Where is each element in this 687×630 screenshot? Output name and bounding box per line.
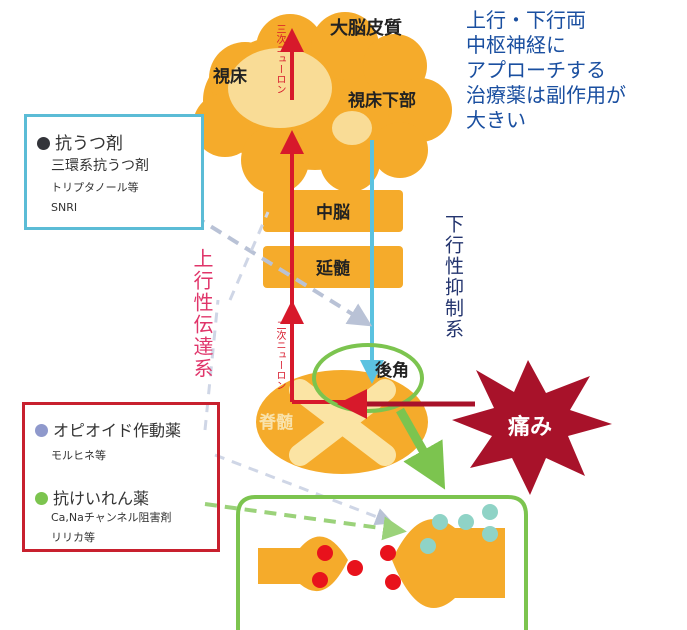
anticonvulsant-target-arrow bbox=[204, 502, 407, 541]
antidepressant-line1: 三環系抗うつ剤 bbox=[51, 158, 149, 174]
pain-burst bbox=[452, 360, 612, 495]
channel-blockers bbox=[420, 504, 498, 554]
drug-box: オピオイド作動薬 モルヒネ等 抗けいれん薬 Ca,Naチャンネル阻害剤 リリカ等 bbox=[22, 402, 220, 552]
label-medulla: 延髄 bbox=[315, 258, 351, 279]
label-third-neuron: 三次ニューロン bbox=[274, 24, 285, 94]
label-second-neuron: 二次ニューロン bbox=[274, 320, 285, 390]
label-midbrain: 中脳 bbox=[316, 202, 350, 223]
thalamus-region bbox=[228, 48, 332, 128]
presynaptic-terminal bbox=[258, 536, 348, 592]
anticonvulsant-title: 抗けいれん薬 bbox=[35, 485, 149, 509]
medulla-box bbox=[263, 246, 403, 288]
callout-line: 中枢神経に bbox=[466, 33, 566, 57]
postsynaptic-terminal bbox=[392, 519, 505, 609]
side-effect-callout: 上行・下行両 中枢神経に アプローチする 治療薬は副作用が 大きい bbox=[466, 8, 626, 133]
antidepressant-box: 抗うつ剤 三環系抗うつ剤 トリプタノール等 SNRI bbox=[24, 114, 204, 230]
antidepressant-line2: トリプタノール等 bbox=[51, 181, 139, 194]
ascending-guide-lower bbox=[203, 299, 220, 431]
midbrain-box bbox=[263, 190, 403, 232]
label-hypothalamus: 視床下部 bbox=[347, 90, 416, 111]
opioid-title: オピオイド作動薬 bbox=[35, 417, 181, 441]
dorsal-horn-ring bbox=[312, 343, 424, 413]
label-descending: 下行性抑制系 bbox=[442, 214, 464, 340]
callout-line: 治療薬は副作用が bbox=[466, 83, 626, 107]
synapse-panel bbox=[236, 495, 528, 630]
neurotransmitters bbox=[312, 545, 401, 590]
label-pain: 痛み bbox=[508, 414, 552, 440]
antidepressant-line3: SNRI bbox=[51, 201, 78, 214]
callout-line: 上行・下行両 bbox=[466, 8, 586, 32]
label-cortex: 大脳皮質 bbox=[330, 17, 402, 39]
label-dorsal-horn: 後角 bbox=[375, 360, 409, 381]
opioid-dot bbox=[35, 424, 48, 437]
label-ascending: 上行性伝達系 bbox=[190, 248, 214, 380]
label-spinal-cord: 脊髄 bbox=[258, 412, 294, 433]
anticonvulsant-dot bbox=[35, 492, 48, 505]
callout-line: 大きい bbox=[466, 108, 526, 132]
zoom-arrow bbox=[396, 407, 446, 490]
opioid-target-arrow bbox=[214, 453, 394, 526]
hypothalamus-region bbox=[332, 111, 372, 145]
ascending-guide-upper bbox=[228, 211, 270, 301]
label-thalamus: 視床 bbox=[212, 66, 248, 87]
callout-line: アプローチする bbox=[466, 58, 606, 82]
antidepressant-dot bbox=[37, 137, 50, 150]
anticonvulsant-sub2: リリカ等 bbox=[51, 531, 95, 544]
antidepressant-title: 抗うつ剤 bbox=[37, 129, 123, 154]
anticonvulsant-sub1: Ca,Naチャンネル阻害剤 bbox=[51, 511, 172, 524]
opioid-sub: モルヒネ等 bbox=[51, 449, 106, 462]
